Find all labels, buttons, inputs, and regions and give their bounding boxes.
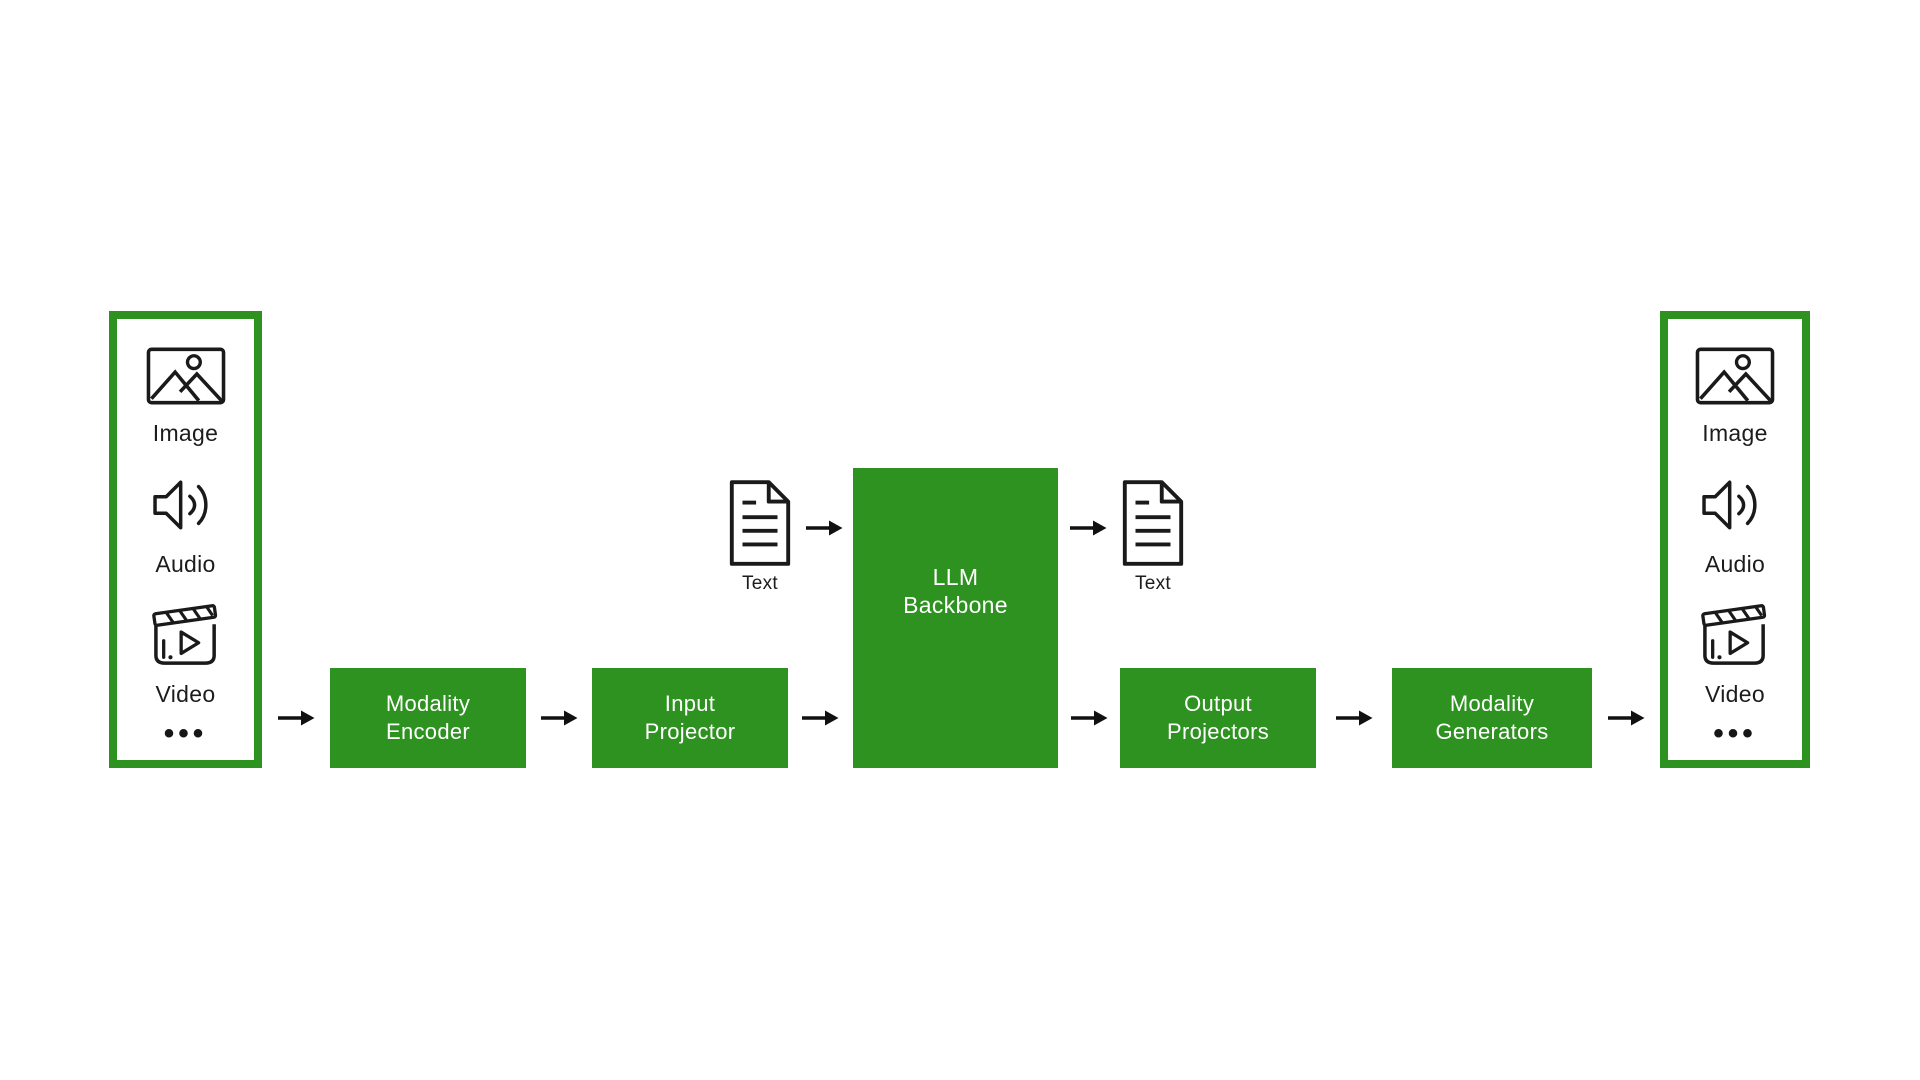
- node-label-line: Input: [664, 691, 716, 716]
- arrow-projectors-to-generators-icon: [1336, 710, 1373, 726]
- video-icon: [151, 604, 217, 665]
- audio-icon: [152, 480, 208, 530]
- arrow-llm-to-text-icon: [1070, 520, 1107, 536]
- text-input-label: Text: [741, 573, 779, 594]
- llm-backbone-node: LLM Backbone: [853, 468, 1058, 768]
- image-icon: [146, 347, 225, 405]
- modality-encoder-node: Modality Encoder: [330, 668, 526, 768]
- arrow-text-to-llm-icon: [806, 520, 843, 536]
- more-modalities-ellipsis: •••: [1713, 717, 1757, 750]
- node-label-line: Backbone: [903, 592, 1008, 618]
- output-modalities-panel: Image Audio Video •••: [1660, 311, 1810, 768]
- modality-label-audio: Audio: [155, 551, 216, 577]
- node-label-line: LLM: [932, 564, 979, 590]
- output-projectors-node: Output Projectors: [1120, 668, 1316, 768]
- node-label-line: Generators: [1435, 719, 1549, 744]
- more-modalities-ellipsis: •••: [163, 717, 208, 750]
- node-label-line: Encoder: [385, 719, 471, 744]
- arrow-generators-to-output-icon: [1608, 710, 1645, 726]
- modality-label-image: Image: [152, 420, 219, 446]
- input-projector-node: Input Projector: [592, 668, 788, 768]
- audio-icon: [1702, 480, 1757, 530]
- node-label-line: Modality: [1449, 691, 1535, 716]
- arrow-encoder-to-projector-icon: [541, 710, 578, 726]
- text-document-icon: [729, 480, 791, 566]
- image-icon: [1695, 347, 1775, 405]
- node-label-line: Projector: [644, 719, 736, 744]
- text-document-icon: [1122, 480, 1184, 566]
- arrow-input-to-encoder-icon: [278, 710, 315, 726]
- input-modalities-panel: Image Audio Video •••: [109, 311, 262, 768]
- modality-label-video: Video: [1705, 681, 1765, 707]
- modality-label-video: Video: [155, 681, 216, 707]
- node-label-line: Output: [1184, 691, 1252, 716]
- video-icon: [1701, 604, 1767, 665]
- text-output-label: Text: [1134, 573, 1172, 594]
- modality-generators-node: Modality Generators: [1392, 668, 1592, 768]
- node-label-line: Projectors: [1166, 719, 1270, 744]
- modality-label-audio: Audio: [1704, 551, 1766, 577]
- modality-label-image: Image: [1702, 420, 1768, 446]
- node-label-line: Modality: [385, 691, 471, 716]
- arrow-projector-to-llm-icon: [802, 710, 839, 726]
- arrow-llm-to-output-projectors-icon: [1071, 710, 1108, 726]
